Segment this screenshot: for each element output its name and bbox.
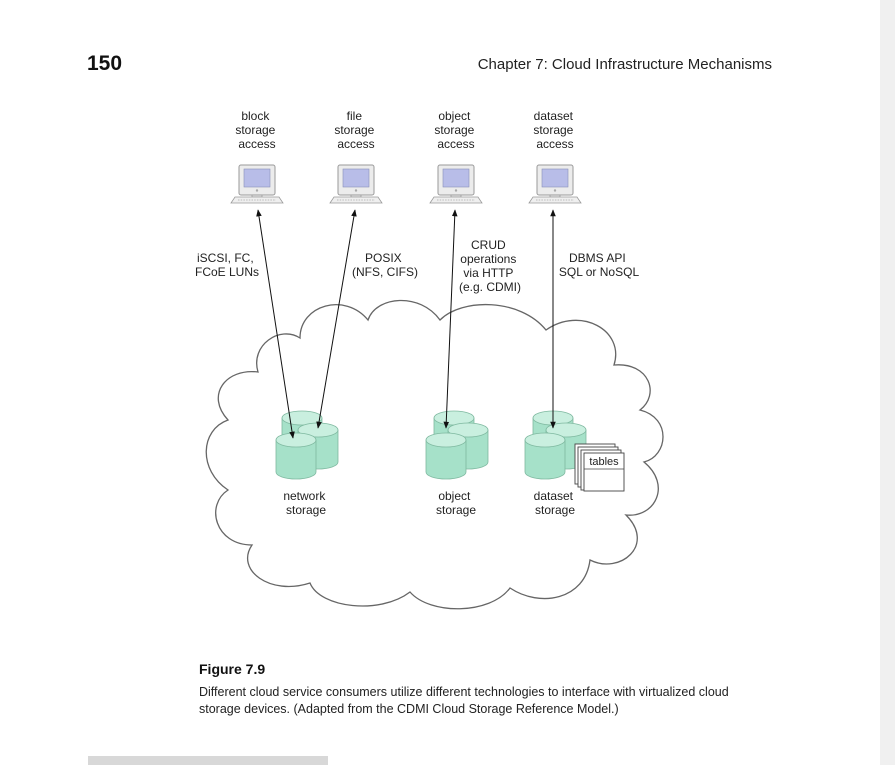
figure-title: Figure 7.9 [199,661,266,677]
running-head: Chapter 7: Cloud Infrastructure Mechanis… [477,56,772,73]
figure-caption: Different cloud service consumers utiliz… [199,685,729,716]
client-label-file: file storage access [334,109,377,151]
device-label-object: object storage [436,489,476,517]
protocol-label-iscsi: iSCSI, FC, FCoE LUNs [195,251,259,279]
connection-arrow-block [256,209,295,439]
client-label-object: object storage access [434,109,477,151]
tables-label: tables [589,456,619,468]
protocol-label-posix: POSIX (NFS, CIFS) [352,251,418,279]
storage-interface-diagram: block storage access file storage access… [195,109,664,610]
computer-icon [230,164,284,204]
connection-arrow-file [316,209,357,429]
client-label-dataset: dataset storage access [533,109,576,151]
client-label-block: block storage access [235,109,278,151]
page-number: 150 [87,52,123,75]
protocol-label-crud: CRUD operations via HTTP (e.g. CDMI) [459,238,521,294]
device-label-dataset: dataset storage [534,489,577,517]
computer-icon [329,164,383,204]
device-label-network: network storage [283,489,328,517]
next-line-fragment [88,756,328,765]
computer-icon [429,164,483,204]
scrollbar[interactable] [880,0,895,765]
protocol-label-dbms: DBMS API SQL or NoSQL [559,251,640,279]
connection-arrow-object [443,209,458,429]
computer-icon [528,164,582,204]
tables-stack-icon: tables [574,443,625,492]
